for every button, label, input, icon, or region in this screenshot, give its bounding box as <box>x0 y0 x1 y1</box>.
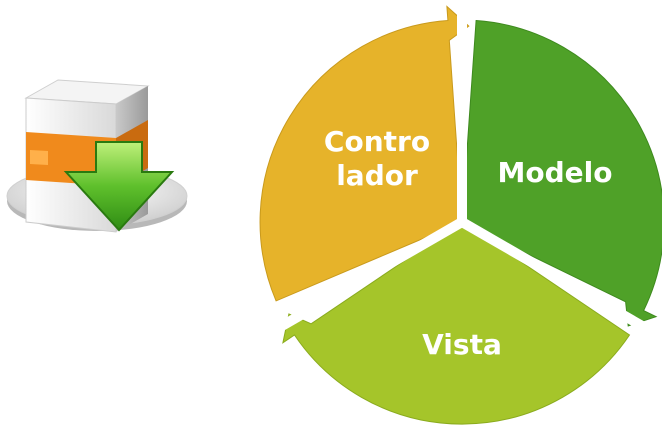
label-modelo-line: Modelo <box>498 156 613 189</box>
segment-vista <box>282 221 631 425</box>
segment-controlador <box>259 5 470 302</box>
segment-separator <box>459 217 652 335</box>
label-controlador-line: Contro <box>324 125 430 158</box>
label-vista: Vista <box>422 328 502 361</box>
label-vista-line: Vista <box>422 328 502 361</box>
segment-modelo <box>461 19 662 327</box>
label-modelo: Modelo <box>498 156 613 189</box>
software-box-download-icon <box>6 79 188 233</box>
label-controlador-line: lador <box>336 159 418 192</box>
segment-separator <box>272 217 465 335</box>
